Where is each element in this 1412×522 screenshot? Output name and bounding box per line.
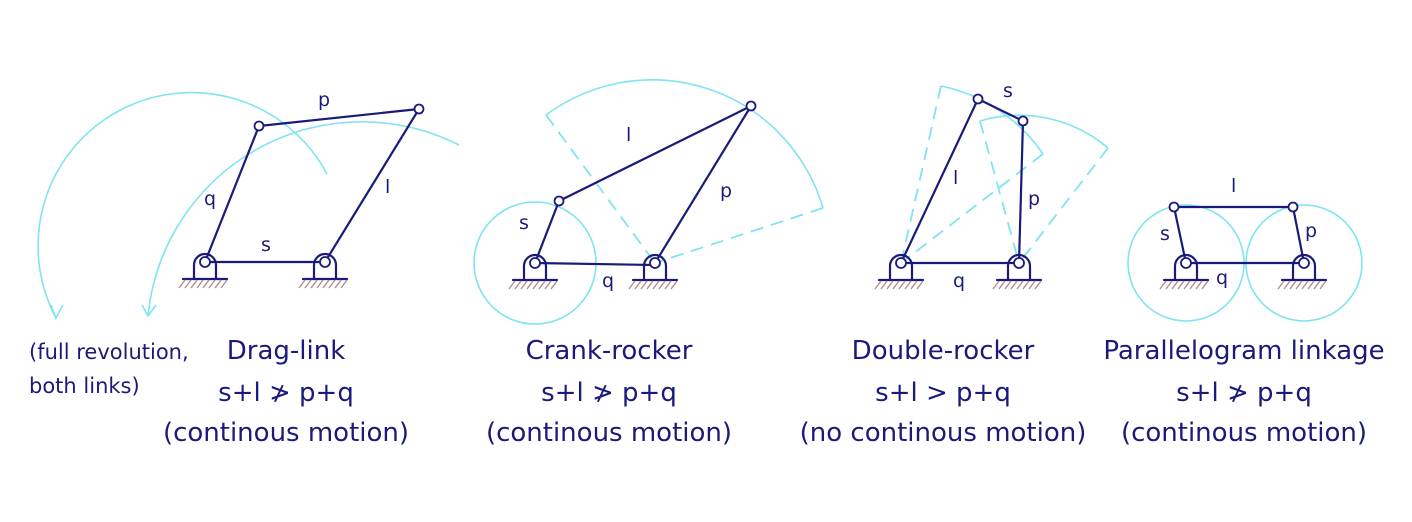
label-s: s	[1160, 223, 1170, 245]
panel-double-rocker: s l p q	[873, 80, 1109, 292]
label-l: l	[385, 176, 390, 198]
joint	[553, 195, 565, 207]
caption-parallelogram: Parallelogram linkage s+l ≯ p+q (contino…	[1103, 336, 1384, 448]
joint	[413, 103, 425, 115]
label-s: s	[1003, 80, 1013, 102]
note-line-2: both links)	[29, 374, 140, 398]
label-p: p	[1028, 188, 1040, 210]
ground-pivot-left	[1158, 253, 1210, 291]
ground-pivot-right	[1276, 253, 1328, 291]
label-l: l	[626, 124, 631, 146]
panel-parallelogram: l s p q	[1127, 175, 1363, 322]
joint	[1017, 115, 1029, 127]
label-s: s	[261, 234, 271, 256]
ground-pivot-left	[507, 253, 559, 291]
panel-drag-link: p q l s	[37, 89, 460, 320]
label-l: l	[1231, 175, 1236, 197]
caption-condition: s+l > p+q	[875, 378, 1011, 408]
caption-motion: (continous motion)	[486, 418, 732, 448]
links	[899, 97, 1025, 265]
caption-title: Crank-rocker	[526, 336, 693, 366]
ground-pivot-left	[873, 253, 925, 291]
label-p: p	[1305, 220, 1317, 242]
label-p: p	[318, 89, 330, 111]
motion-arcs	[900, 85, 1109, 264]
caption-motion: (continous motion)	[163, 418, 409, 448]
label-p: p	[720, 180, 732, 202]
links	[1172, 205, 1306, 265]
joint	[745, 100, 757, 112]
caption-title: Parallelogram linkage	[1103, 336, 1384, 366]
joint	[253, 120, 265, 132]
caption-title: Drag-link	[227, 336, 346, 366]
label-q: q	[953, 270, 965, 292]
caption-motion: (continous motion)	[1121, 418, 1367, 448]
caption-title: Double-rocker	[852, 336, 1035, 366]
label-l: l	[953, 167, 958, 189]
ground-pivot-right	[297, 252, 349, 290]
caption-condition: s+l ≯ p+q	[541, 378, 677, 408]
joint	[972, 93, 984, 105]
links	[203, 107, 421, 264]
ground-pivot-right	[991, 253, 1043, 291]
caption-condition: s+l ≯ p+q	[218, 378, 354, 408]
label-q: q	[602, 270, 614, 292]
joint	[1168, 201, 1180, 213]
caption-motion: (no continous motion)	[800, 418, 1087, 448]
panel-crank-rocker: l p s q	[473, 79, 824, 325]
ground-pivot-left	[177, 252, 229, 290]
note-line-1: (full revolution,	[29, 340, 189, 364]
caption-drag-link: Drag-link s+l ≯ p+q (continous motion)	[163, 336, 409, 448]
caption-condition: s+l ≯ p+q	[1176, 378, 1312, 408]
label-q: q	[204, 188, 216, 210]
caption-crank-rocker: Crank-rocker s+l ≯ p+q (continous motion…	[486, 336, 732, 448]
ground-pivot-right	[627, 253, 679, 291]
label-q: q	[1216, 267, 1228, 289]
label-s: s	[519, 212, 529, 234]
motion-arcs	[37, 91, 460, 320]
joint	[1287, 201, 1299, 213]
links	[533, 104, 753, 267]
caption-double-rocker: Double-rocker s+l > p+q (no continous mo…	[800, 336, 1087, 448]
